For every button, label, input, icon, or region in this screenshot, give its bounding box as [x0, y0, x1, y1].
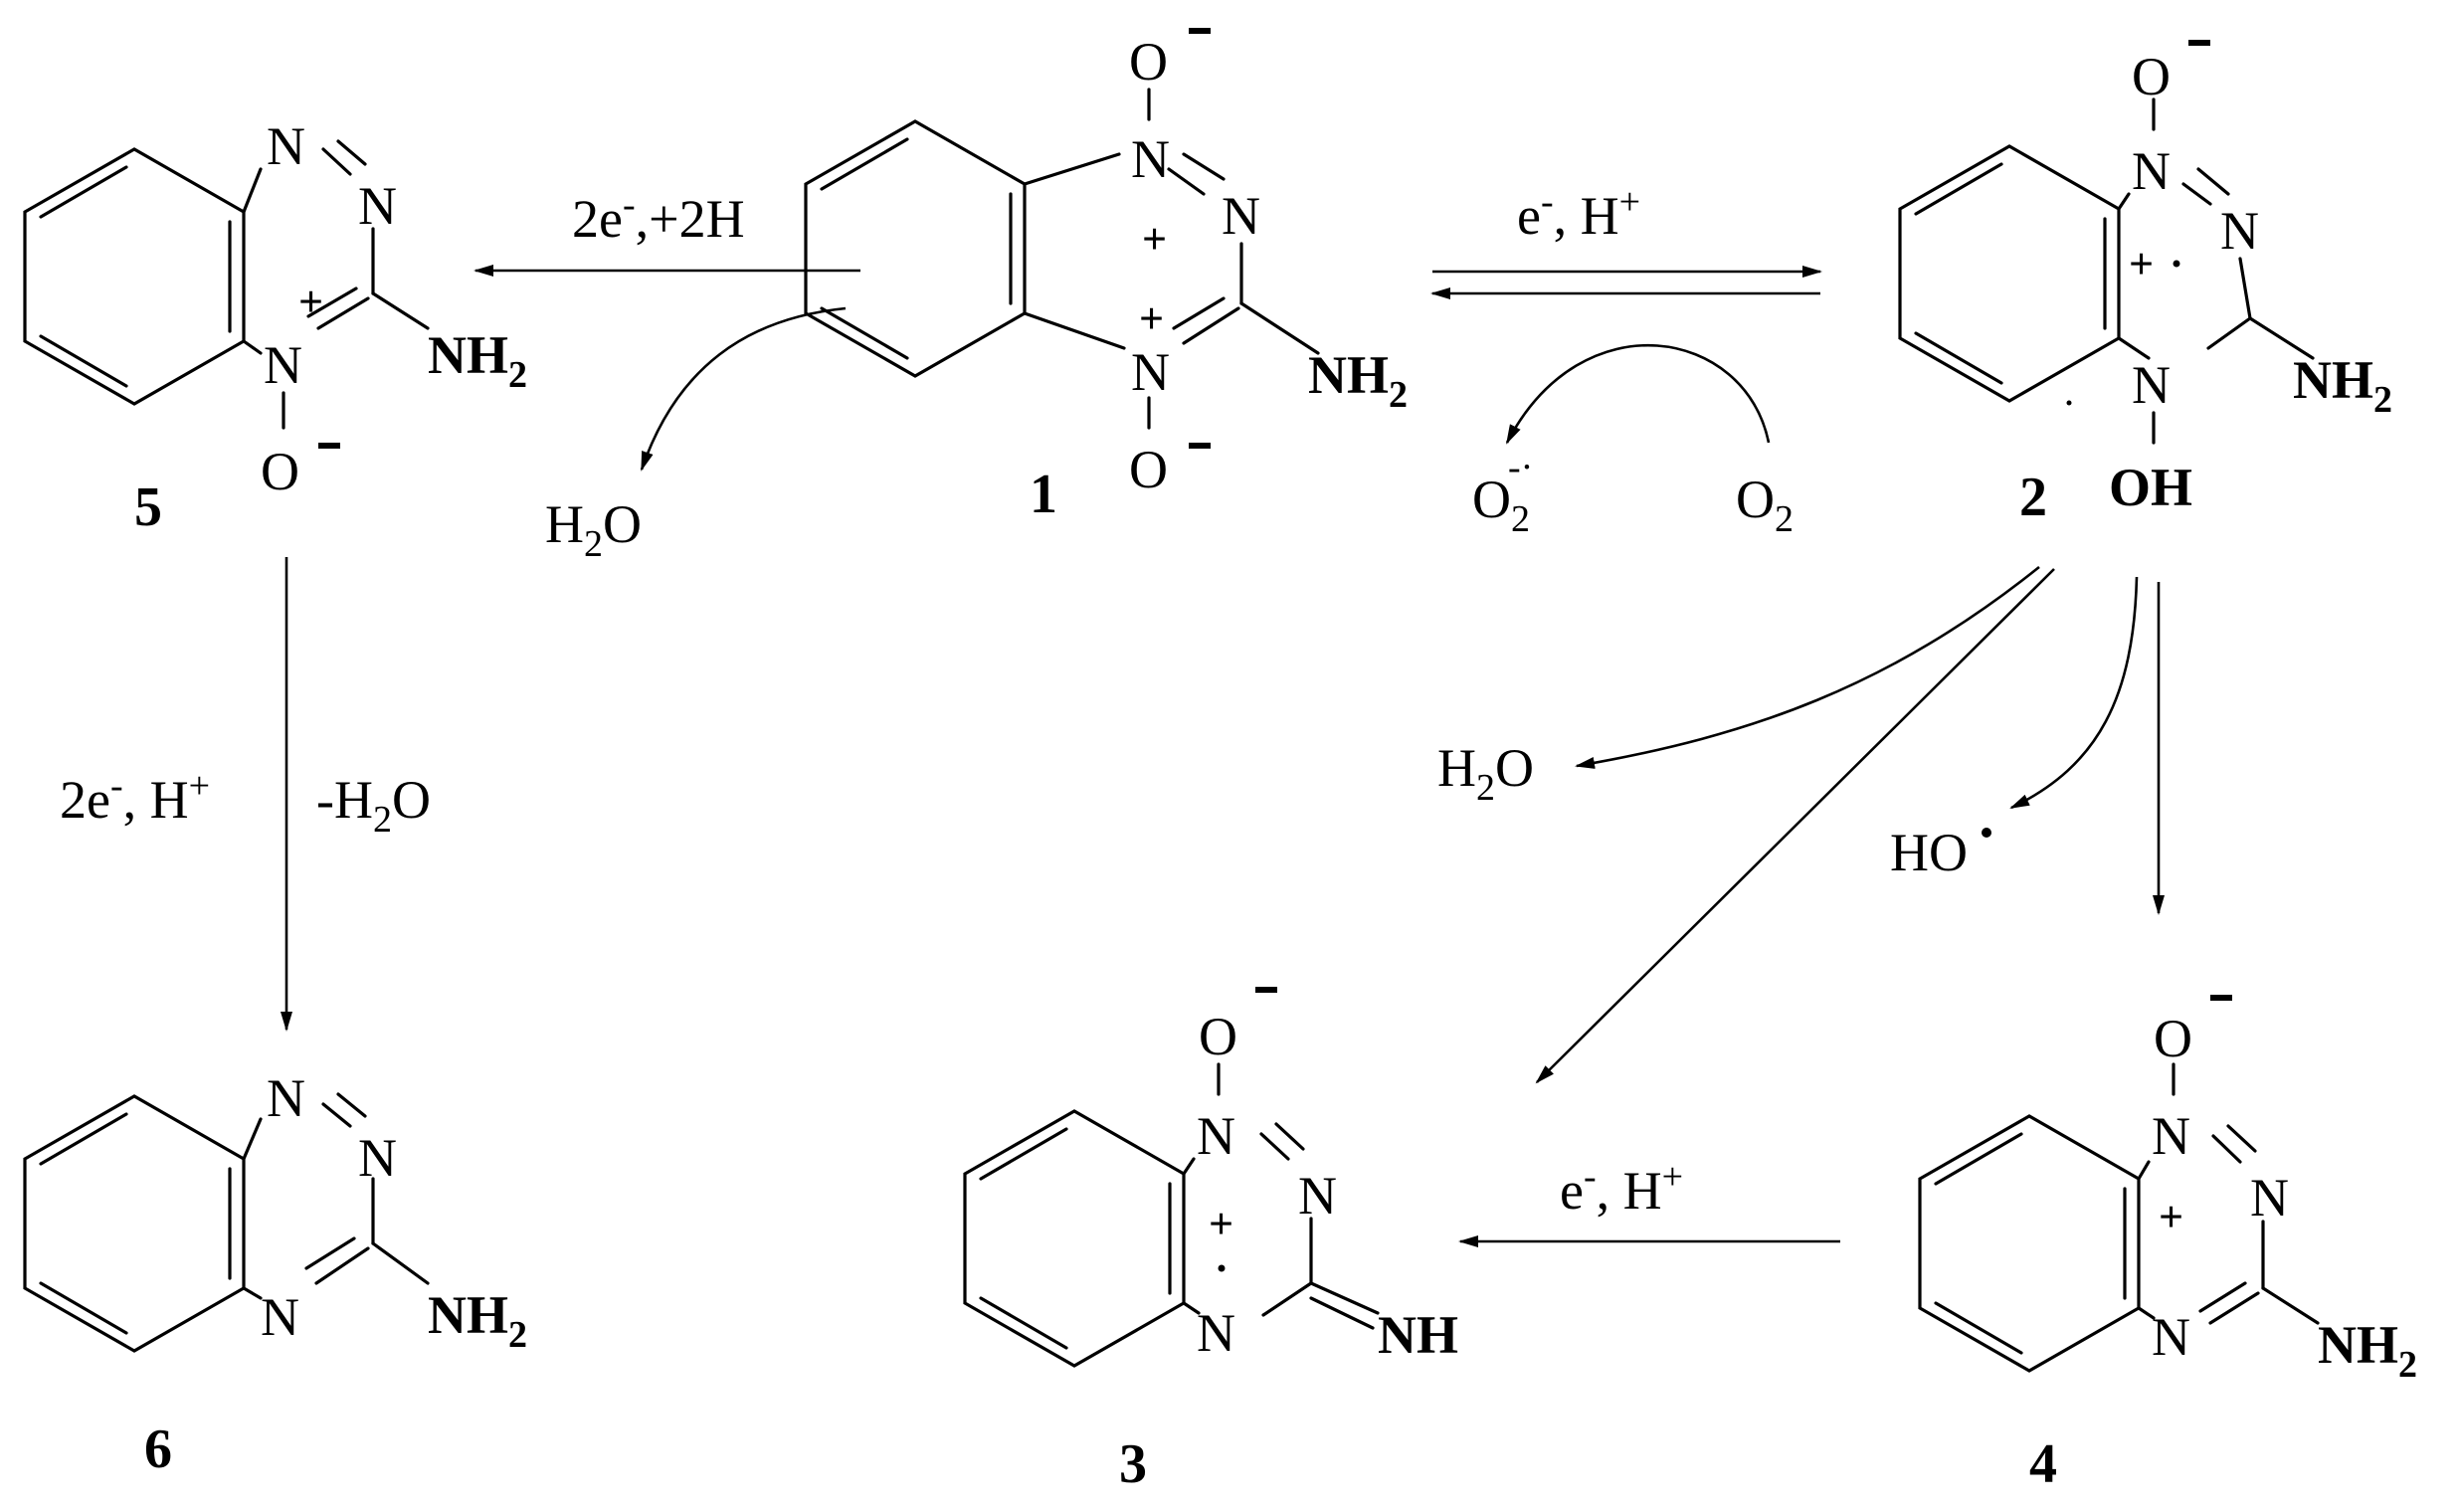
reagent-4-to-3: e-, H+ — [1560, 1156, 1683, 1221]
benzene-ring — [1898, 144, 2121, 403]
atom-n2: N — [1298, 1166, 1337, 1226]
compound-6: N N N NH2 6 — [23, 1068, 527, 1480]
minus-sign-top — [2210, 995, 2232, 1001]
amine-group: NH2 — [2318, 1315, 2417, 1386]
radical-dot-2 — [2066, 400, 2072, 406]
minus-sign-top — [1255, 987, 1277, 993]
atom-n4: N — [1131, 342, 1170, 402]
compound-5: N N N O + NH2 5 — [23, 116, 527, 538]
arrow-water-loss-2 — [1575, 565, 2040, 769]
compound-3: N N N O + NH 3 — [963, 987, 1458, 1495]
atom-o-bottom: O — [261, 442, 299, 501]
compound-label-6: 6 — [144, 1418, 172, 1480]
amine-group: NH2 — [428, 325, 527, 396]
arrow-water-loss-1 — [640, 306, 847, 472]
arrow-oxygen-reduction — [1505, 343, 1771, 445]
plus-charge-2: + — [1139, 294, 1164, 343]
atom-n4: N — [264, 335, 302, 395]
reagent-1-to-2: e-, H+ — [1517, 181, 1640, 246]
oxygen-reactant: O2 — [1736, 470, 1794, 540]
benzene-ring — [1918, 1114, 2141, 1373]
amine-group: NH2 — [428, 1285, 527, 1356]
compound-label-5: 5 — [134, 476, 162, 538]
triazine-ring — [2117, 167, 2315, 360]
atom-o-top: O — [1199, 1007, 1237, 1066]
product-water-2: H2O — [1437, 738, 1534, 809]
atom-n4: N — [2152, 1307, 2190, 1367]
atom-n1: N — [2152, 1106, 2190, 1166]
compound-label-2: 2 — [2019, 467, 2047, 528]
compound-label-1: 1 — [1030, 464, 1057, 525]
atom-n4: N — [261, 1287, 299, 1347]
triazine-ring — [2137, 1124, 2320, 1325]
amine-group: NH2 — [1308, 345, 1408, 416]
radical-dot — [2173, 260, 2180, 268]
minus-sign-bottom — [318, 443, 340, 449]
compound-1: N N N O O + + NH2 1 — [804, 28, 1408, 525]
atom-n4: N — [2132, 355, 2171, 415]
atom-o-bottom: O — [1129, 440, 1168, 499]
benzene-ring — [804, 119, 1027, 378]
compound-label-3: 3 — [1119, 1433, 1147, 1495]
radical-dot — [1218, 1264, 1226, 1272]
arrow-hydroxyl-loss — [2009, 576, 2139, 810]
atom-o-top: O — [1129, 32, 1168, 92]
triazine-ring — [242, 139, 430, 355]
plus-charge-1: + — [1142, 215, 1167, 264]
compound-2: N N N O + NH2 OH 2 — [1898, 40, 2392, 528]
atom-n1: N — [2132, 141, 2171, 201]
benzene-ring — [23, 1094, 246, 1353]
atom-n4: N — [1197, 1303, 1235, 1363]
superoxide-product: O2-· — [1472, 447, 1533, 540]
atom-n2: N — [358, 1128, 397, 1188]
triazine-ring — [242, 1092, 430, 1300]
product-water-1: H2O — [545, 494, 642, 565]
atom-n2: N — [2250, 1168, 2289, 1228]
atom-n1: N — [267, 1068, 305, 1128]
plus-charge: + — [2129, 240, 2154, 288]
atom-n1: N — [1197, 1106, 1235, 1166]
reagent-5-to-6-right: -H2O — [316, 770, 431, 841]
atom-n1: N — [1131, 129, 1170, 189]
atom-n2: N — [358, 176, 397, 236]
imine-group: NH — [1378, 1305, 1458, 1365]
atom-n2: N — [2220, 201, 2259, 261]
minus-sign-top — [2188, 40, 2210, 46]
benzene-ring — [963, 1109, 1186, 1368]
compound-4: N N N O + NH2 4 — [1918, 995, 2417, 1495]
atom-o-top: O — [2154, 1009, 2192, 1068]
minus-sign-top — [1189, 28, 1211, 34]
triazine-ring — [1023, 152, 1320, 355]
hydroxyl-group: OH — [2109, 458, 2192, 517]
minus-sign-bottom — [1189, 443, 1211, 449]
reagent-5-to-6-left: 2e-, H+ — [60, 765, 210, 830]
arrow-2-to-3 — [1535, 568, 2055, 1084]
plus-charge: + — [298, 278, 323, 326]
plus-charge: + — [1209, 1200, 1233, 1248]
reagent-1-to-5: 2e-,+2H — [572, 184, 745, 249]
hydroxyl-radical: HO — [1890, 823, 1968, 882]
benzene-ring — [23, 147, 246, 406]
atom-n1: N — [267, 116, 305, 176]
triazine-ring — [1182, 1122, 1380, 1330]
amine-group: NH2 — [2293, 350, 2392, 421]
hydroxyl-radical-dot — [1982, 828, 1991, 838]
atom-o-top: O — [2132, 47, 2171, 106]
atom-n2: N — [1222, 186, 1260, 246]
compound-label-4: 4 — [2029, 1433, 2057, 1495]
plus-charge: + — [2159, 1193, 2183, 1241]
